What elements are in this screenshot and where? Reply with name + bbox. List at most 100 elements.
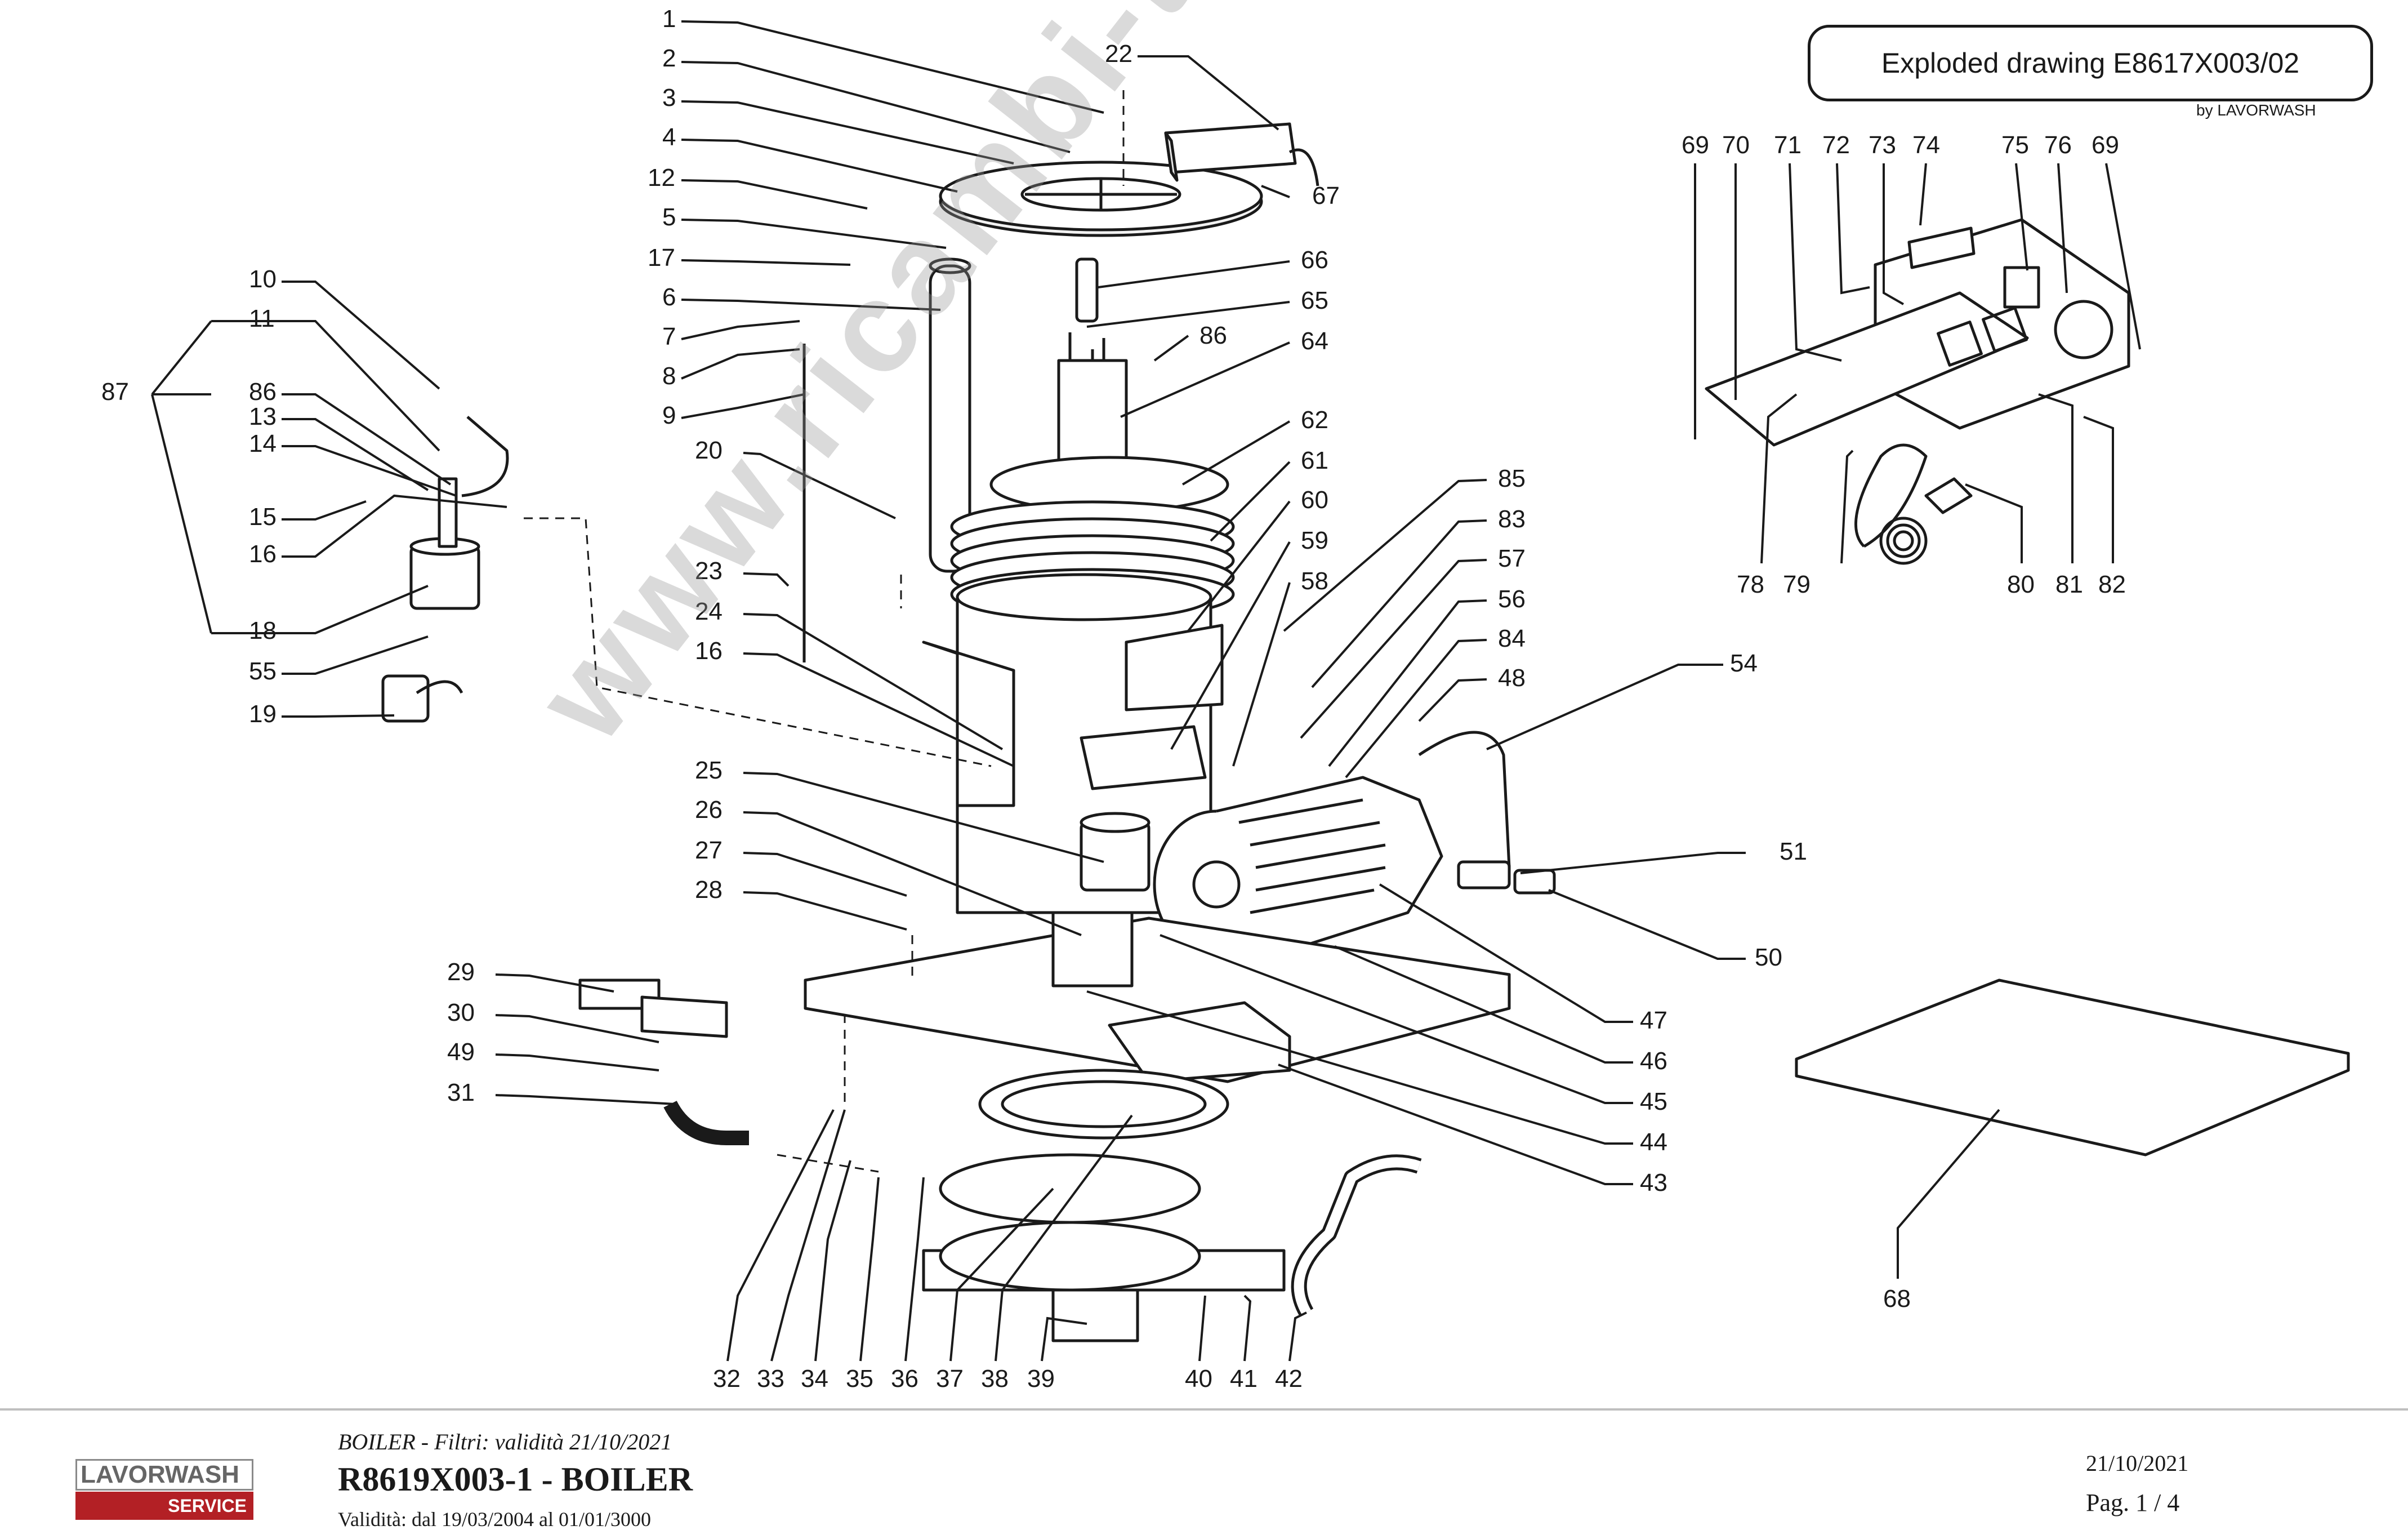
callout-3: 3 bbox=[662, 84, 676, 112]
callout-41: 41 bbox=[1230, 1365, 1257, 1393]
callout-2: 2 bbox=[662, 45, 676, 72]
callout-23: 23 bbox=[695, 557, 723, 585]
callout-31: 31 bbox=[447, 1079, 475, 1106]
callout-82: 82 bbox=[2098, 571, 2126, 598]
callout-81: 81 bbox=[2055, 571, 2083, 598]
thermostat-valve bbox=[578, 978, 728, 1038]
callout-11: 11 bbox=[249, 305, 275, 332]
callout-19: 19 bbox=[249, 700, 277, 728]
alignment-lines bbox=[524, 90, 1125, 1173]
callout-86-left: 86 bbox=[249, 378, 277, 406]
callout-40: 40 bbox=[1185, 1365, 1212, 1393]
callout-20: 20 bbox=[695, 437, 723, 464]
callout-47: 47 bbox=[1640, 1007, 1667, 1034]
callout-79: 79 bbox=[1783, 571, 1811, 598]
footer-subtitle: BOILER - Filtri: validità 21/10/2021 bbox=[338, 1429, 672, 1455]
callout-45: 45 bbox=[1640, 1088, 1667, 1115]
callout-75: 75 bbox=[2001, 131, 2029, 159]
callout-5: 5 bbox=[662, 203, 676, 231]
callout-62: 62 bbox=[1301, 406, 1328, 434]
callout-68: 68 bbox=[1883, 1285, 1911, 1313]
logo-wordmark: LAVORWASH bbox=[75, 1459, 253, 1491]
callout-73: 73 bbox=[1869, 131, 1896, 159]
callout-42: 42 bbox=[1275, 1365, 1303, 1393]
callout-24: 24 bbox=[695, 598, 723, 625]
callout-6: 6 bbox=[662, 283, 676, 311]
small-tube bbox=[1075, 257, 1099, 323]
callout-33: 33 bbox=[757, 1365, 784, 1393]
callout-7: 7 bbox=[662, 323, 676, 350]
drawing-by-label: by LAVORWASH bbox=[2196, 101, 2316, 119]
callout-48: 48 bbox=[1498, 664, 1526, 692]
footer-title: R8619X003-1 - BOILER bbox=[338, 1461, 693, 1498]
callout-36: 36 bbox=[891, 1365, 918, 1393]
callout-35: 35 bbox=[846, 1365, 873, 1393]
filter-cartridge bbox=[1051, 812, 1151, 988]
outlet-hose bbox=[1291, 1154, 1422, 1316]
callout-17: 17 bbox=[648, 244, 675, 272]
callout-15: 15 bbox=[249, 503, 277, 531]
callout-13: 13 bbox=[249, 403, 277, 430]
exploded-drawing: 1 2 3 4 12 5 17 6 7 8 9 20 23 24 16 25 2… bbox=[101, 5, 2350, 1393]
callout-29: 29 bbox=[447, 958, 475, 986]
callout-49: 49 bbox=[447, 1038, 475, 1066]
logo-service-band: SERVICE bbox=[75, 1492, 253, 1520]
callout-66: 66 bbox=[1301, 246, 1328, 274]
cover-panel bbox=[1795, 978, 2350, 1157]
callout-58: 58 bbox=[1301, 567, 1328, 595]
callout-16-left: 16 bbox=[249, 540, 277, 568]
callout-54: 54 bbox=[1730, 650, 1758, 677]
callout-57: 57 bbox=[1498, 545, 1526, 572]
solenoid-valve bbox=[381, 416, 509, 723]
callout-78: 78 bbox=[1737, 571, 1764, 598]
callout-61: 61 bbox=[1301, 447, 1328, 474]
drawing-title: Exploded drawing E8617X003/02 bbox=[1881, 47, 2300, 79]
callout-84: 84 bbox=[1498, 625, 1526, 652]
callout-8: 8 bbox=[662, 362, 676, 390]
callout-56: 56 bbox=[1498, 585, 1526, 613]
callout-59: 59 bbox=[1301, 527, 1328, 554]
bent-pipe bbox=[1418, 731, 1511, 868]
burner-assembly bbox=[1057, 332, 1128, 464]
callout-44: 44 bbox=[1640, 1128, 1667, 1156]
callout-38: 38 bbox=[981, 1365, 1009, 1393]
callout-46: 46 bbox=[1640, 1047, 1667, 1075]
boiler-lid bbox=[939, 161, 1263, 237]
callout-85: 85 bbox=[1498, 465, 1526, 492]
footer-validity: Validità: dal 19/03/2004 al 01/01/3000 bbox=[338, 1508, 651, 1531]
callout-71: 71 bbox=[1774, 131, 1801, 159]
callout-18: 18 bbox=[249, 617, 277, 644]
callout-32: 32 bbox=[713, 1365, 741, 1393]
callout-12: 12 bbox=[648, 164, 675, 192]
callout-83: 83 bbox=[1498, 505, 1526, 533]
callout-86-right: 86 bbox=[1199, 322, 1227, 349]
callout-10: 10 bbox=[249, 265, 277, 293]
callout-69-left: 69 bbox=[1682, 131, 1709, 159]
callout-1: 1 bbox=[662, 5, 676, 33]
vertical-tube bbox=[929, 257, 971, 573]
callout-30: 30 bbox=[447, 999, 475, 1026]
callout-50: 50 bbox=[1755, 944, 1782, 971]
callout-16: 16 bbox=[695, 637, 723, 665]
callout-28: 28 bbox=[695, 876, 723, 904]
callout-69-right: 69 bbox=[2092, 131, 2119, 159]
callout-76: 76 bbox=[2044, 131, 2072, 159]
callout-9: 9 bbox=[662, 402, 676, 429]
footer-date: 21/10/2021 bbox=[2086, 1451, 2189, 1476]
callout-60: 60 bbox=[1301, 486, 1328, 514]
inlet-elbow bbox=[663, 1100, 749, 1145]
page-footer bbox=[0, 1408, 2408, 1539]
callout-25: 25 bbox=[695, 757, 723, 784]
callout-43: 43 bbox=[1640, 1169, 1667, 1196]
callout-87: 87 bbox=[101, 378, 129, 406]
electronic-box bbox=[1164, 122, 1319, 186]
outlet-hose-inner bbox=[1294, 1157, 1421, 1315]
callout-72: 72 bbox=[1822, 131, 1850, 159]
pump-motor bbox=[1153, 776, 1443, 959]
control-block bbox=[1080, 725, 1207, 790]
callout-labels: 1 2 3 4 12 5 17 6 7 8 9 20 23 24 16 25 2… bbox=[101, 5, 2126, 1393]
callout-74: 74 bbox=[1912, 131, 1940, 159]
base-plate bbox=[804, 917, 1511, 1083]
callout-80: 80 bbox=[2007, 571, 2035, 598]
callout-37: 37 bbox=[936, 1365, 964, 1393]
